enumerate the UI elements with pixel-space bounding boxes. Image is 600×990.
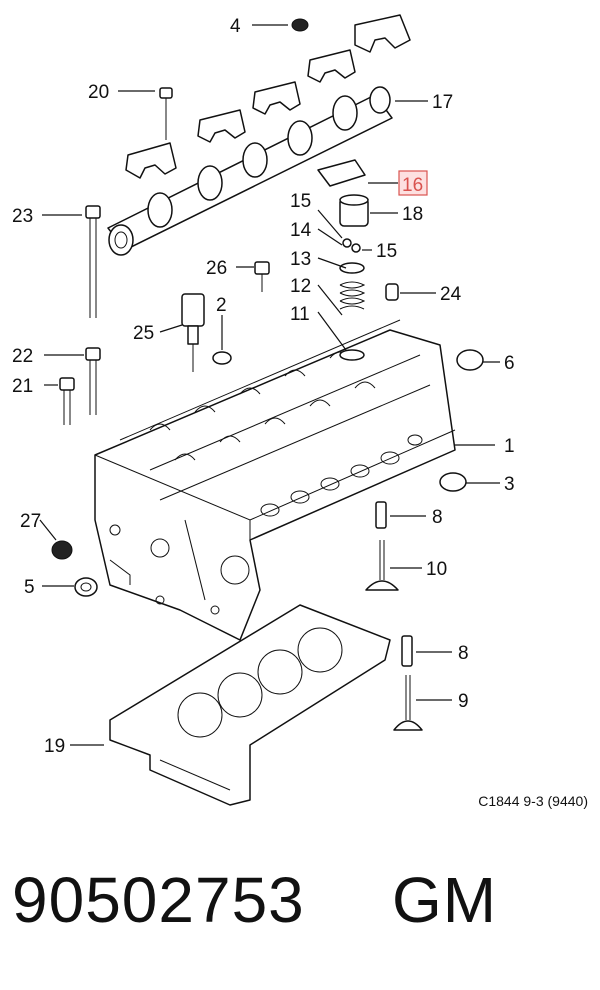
callout-23: 23 <box>12 206 33 227</box>
callout-26: 26 <box>206 258 227 279</box>
callout-16: 16 <box>402 175 423 196</box>
callout-19: 19 <box>44 736 65 757</box>
callout-14: 14 <box>290 220 312 241</box>
plugs <box>51 349 484 597</box>
callout-6: 6 <box>504 353 515 374</box>
callout-17: 17 <box>432 92 453 113</box>
callout-15-lower: 15 <box>376 241 397 262</box>
sensor-and-small-parts <box>181 261 270 372</box>
brand-name: GM <box>392 864 498 936</box>
valve-train-stack <box>317 159 399 361</box>
diagram-reference-code: C1844 9-3 (9440) <box>478 793 588 809</box>
callout-18: 18 <box>402 204 423 225</box>
callout-27: 27 <box>20 511 41 532</box>
bolts-left <box>59 87 173 425</box>
exploded-parts-diagram: 4 20 17 16 23 15 18 14 15 26 13 2 12 24 … <box>12 14 588 809</box>
cylinder-head-illustration <box>51 14 484 806</box>
callout-4: 4 <box>230 16 241 37</box>
callout-21: 21 <box>12 376 33 397</box>
callout-15-upper: 15 <box>290 191 311 212</box>
valves-and-guides <box>365 501 423 731</box>
callout-24: 24 <box>440 284 462 305</box>
callout-11: 11 <box>290 304 310 325</box>
callout-1: 1 <box>504 436 515 457</box>
callout-12: 12 <box>290 276 311 297</box>
callout-3: 3 <box>504 474 515 495</box>
head-gasket <box>109 604 391 806</box>
callout-22: 22 <box>12 346 33 367</box>
callouts: 4 20 17 16 23 15 18 14 15 26 13 2 12 24 … <box>12 16 515 757</box>
callout-8-lower: 8 <box>458 643 469 664</box>
part-number: 90502753 <box>12 864 305 936</box>
callout-10: 10 <box>426 559 447 580</box>
callout-8-upper: 8 <box>432 507 443 528</box>
camshaft <box>107 86 393 256</box>
callout-9: 9 <box>458 691 469 712</box>
leader-lines <box>39 24 500 746</box>
cylinder-head <box>94 319 456 641</box>
callout-5: 5 <box>24 577 35 598</box>
callout-13: 13 <box>290 249 311 270</box>
callout-16-highlight <box>398 170 428 196</box>
callout-20: 20 <box>88 82 109 103</box>
callout-2: 2 <box>216 295 227 316</box>
bearing-caps <box>125 14 411 179</box>
callout-25: 25 <box>133 323 154 344</box>
